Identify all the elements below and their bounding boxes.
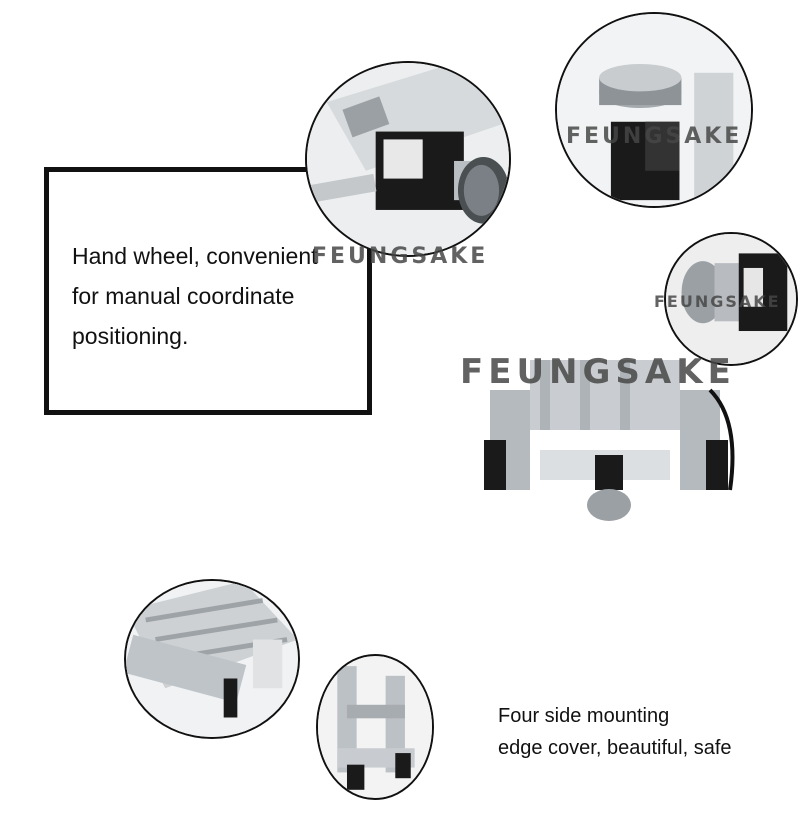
detail-photo-motor-handwheel bbox=[305, 61, 511, 257]
main-product-photo bbox=[470, 350, 760, 530]
watermark-3: FEUNGSAKE bbox=[654, 292, 781, 311]
callout-text: Hand wheel, convenient for manual coordi… bbox=[72, 243, 318, 349]
callout-box bbox=[44, 167, 372, 415]
detail-photo-corner-cap bbox=[316, 654, 434, 800]
watermark-2: FEUNGSAKE bbox=[566, 124, 743, 149]
detail-photo-motor-side bbox=[664, 232, 798, 366]
detail-photo-knob-top bbox=[555, 12, 753, 208]
edge-cover-caption: Four side mounting edge cover, beautiful… bbox=[498, 705, 732, 759]
watermark-4: FEUNGSAKE bbox=[460, 352, 736, 392]
watermark-1: FEUNGSAKE bbox=[312, 244, 489, 269]
detail-photo-frame-rails bbox=[124, 579, 300, 739]
